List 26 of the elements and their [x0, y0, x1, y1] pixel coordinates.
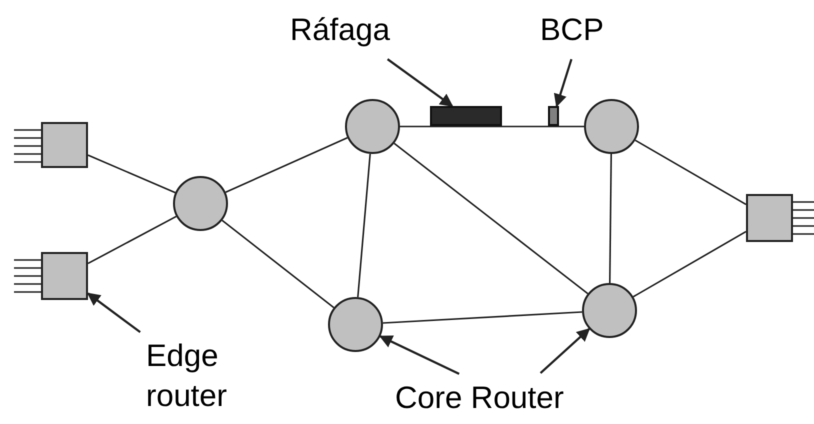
pointer-arrow: [540, 328, 590, 374]
link-line: [382, 311, 582, 324]
pointer-arrow: [86, 292, 141, 334]
node-label: Ráfaga: [290, 11, 391, 49]
link-line: [88, 216, 177, 264]
burst-block: [430, 106, 502, 126]
link-line: [225, 137, 348, 193]
node-label: Edge router: [146, 337, 228, 415]
control-packet-block: [548, 106, 559, 126]
edge-router-icon: [746, 194, 814, 242]
router-circle: [582, 283, 637, 338]
pointer-arrow: [379, 335, 460, 375]
link-line: [400, 126, 584, 128]
pointer-arrow: [386, 58, 454, 107]
edge-router-icon: [14, 122, 88, 168]
link-line: [632, 230, 746, 298]
link-line: [634, 140, 746, 206]
link-line: [88, 154, 176, 194]
node-label: BCP: [540, 11, 605, 49]
link-line: [394, 142, 588, 294]
link-line: [357, 154, 371, 298]
link-line: [609, 154, 612, 283]
link-line: [222, 220, 334, 308]
edge-router-icon: [14, 252, 88, 300]
node-label: Core Router: [395, 379, 565, 417]
pointer-arrow: [554, 58, 572, 108]
